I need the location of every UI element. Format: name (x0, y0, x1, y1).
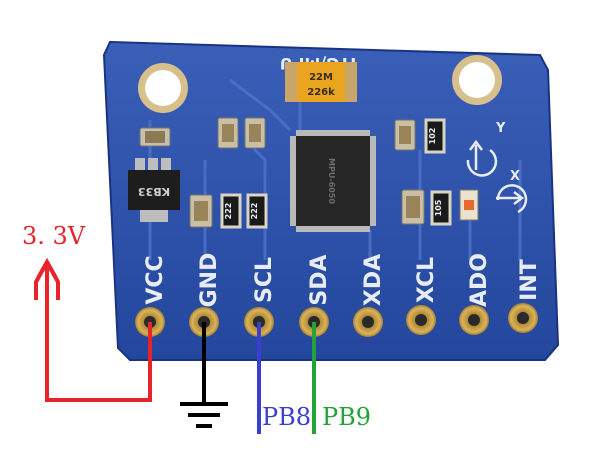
scl-signal-label: PB8 (262, 403, 311, 431)
regulator-label: KB33 (138, 185, 170, 198)
sda-signal-label: PB9 (322, 403, 371, 431)
pin-label-ado: ADO (467, 253, 492, 307)
mounting-hole-left (138, 63, 188, 113)
resistor-3-label: 102 (428, 128, 437, 145)
voltage-label: 3. 3V (22, 222, 86, 250)
pin-label-scl: SCL (252, 257, 277, 303)
pin-label-vcc: VCC (143, 255, 168, 304)
power-led (459, 189, 479, 221)
pin-pad-int (508, 303, 538, 333)
pin-label-xda: XDA (361, 254, 386, 306)
capacitor-value: 226k (307, 87, 335, 98)
resistor-4-label: 105 (434, 199, 443, 216)
voltage-regulator: KB33 (128, 158, 180, 222)
pin-label-gnd: GND (197, 253, 222, 308)
capacitor-label: 22M (309, 72, 333, 83)
vcc-wire (45, 262, 152, 402)
resistor-3: 102 (424, 118, 446, 154)
tantalum-capacitor: 22M 226k (285, 62, 357, 102)
axis-x-icon (496, 184, 528, 214)
pin-pad-xda (353, 307, 383, 337)
axis-y-icon (466, 139, 498, 177)
resistor-2-label: 222 (250, 203, 259, 220)
pin-pads (135, 303, 538, 337)
pin-pad-xcl (406, 305, 436, 335)
pin-label-xcl: XCL (414, 257, 439, 303)
ground-icon (180, 402, 228, 428)
pin-labels: VCC GND SCL SDA XDA XCL ADO INT (143, 253, 542, 308)
pin-label-int: INT (517, 259, 542, 301)
mounting-hole-right (452, 55, 502, 105)
pin-pad-ado (459, 305, 489, 335)
vcc-arrow-head (34, 257, 60, 300)
resistor-2: 222 (246, 193, 268, 229)
mpu-chip: MPU-6050 (290, 130, 376, 232)
smd-components (139, 117, 425, 228)
resistor-1: 222 (220, 193, 242, 229)
pin-label-sda: SDA (307, 254, 332, 305)
chip-marking: MPU-6050 (327, 158, 336, 204)
resistor-1-label: 222 (224, 203, 233, 220)
resistor-4: 105 (430, 190, 452, 226)
axis-x-label: X (510, 169, 520, 184)
axis-y-label: Y (495, 121, 506, 136)
